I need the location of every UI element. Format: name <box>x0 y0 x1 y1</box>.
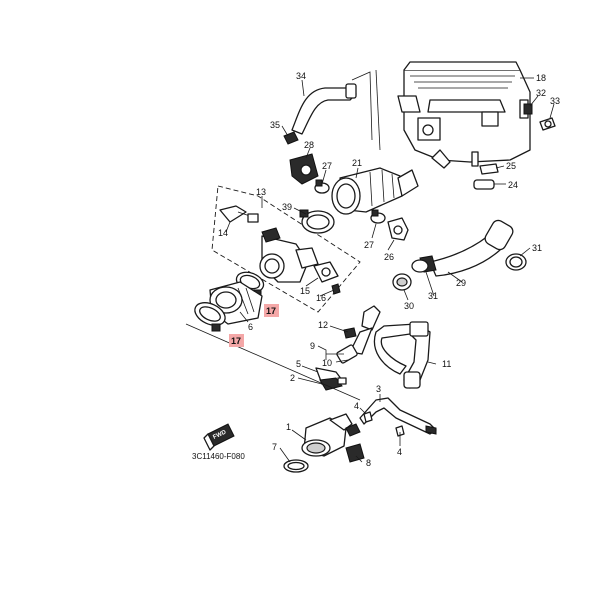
callout-6: 6 <box>248 322 253 332</box>
bolt-2 <box>319 377 347 391</box>
breather-hose <box>291 69 381 151</box>
callout-4-lower: 4 <box>397 447 402 457</box>
screw-16 <box>331 283 341 295</box>
clamp-39 <box>299 209 335 234</box>
fuel-injector <box>336 305 381 364</box>
callout-39: 39 <box>282 202 292 212</box>
hose-29 <box>419 219 514 277</box>
clip-35 <box>283 131 299 145</box>
callout-17-upper: 17 <box>266 306 276 316</box>
callout-29: 29 <box>456 278 466 288</box>
fuel-hose <box>373 321 431 389</box>
air-box <box>397 61 531 169</box>
callout-11: 11 <box>442 359 451 369</box>
throttle-body <box>259 227 319 283</box>
fwd-label: FWD <box>212 429 228 440</box>
callout-31-left: 31 <box>428 291 438 301</box>
callout-14: 14 <box>218 228 228 238</box>
clamp-17-lower <box>194 302 226 332</box>
pipe-3 <box>359 397 437 435</box>
callout-17-upper-highlight: 17 <box>264 304 279 317</box>
callout-25: 25 <box>506 161 516 171</box>
cap-30 <box>392 273 412 291</box>
callout-4-upper: 4 <box>354 401 359 411</box>
callout-21: 21 <box>352 158 362 168</box>
callout-32: 32 <box>536 88 546 98</box>
part-26 <box>387 217 409 241</box>
callout-26: 26 <box>384 252 394 262</box>
callout-3: 3 <box>376 384 381 394</box>
callout-35: 35 <box>270 120 280 130</box>
callout-28: 28 <box>304 140 314 150</box>
part-32-33 <box>523 103 556 131</box>
callout-7: 7 <box>272 442 277 452</box>
clamp-31-right <box>505 253 527 271</box>
part-24 <box>473 179 495 190</box>
intake-joint <box>331 167 419 215</box>
part-15 <box>313 261 339 283</box>
intake-manifold <box>301 413 361 457</box>
part-25 <box>479 163 499 175</box>
callout-27-lower: 27 <box>364 240 374 250</box>
clamp-27-upper <box>314 179 330 194</box>
callout-18: 18 <box>536 73 546 83</box>
callout-34: 34 <box>296 71 306 81</box>
callout-15: 15 <box>300 286 310 296</box>
reference-code: 3C11460-F080 <box>192 452 245 461</box>
callout-10: 10 <box>322 358 332 368</box>
throttle-sensor-14 <box>219 205 259 223</box>
o-ring-7 <box>283 459 309 473</box>
clamp-27-lower <box>370 209 386 224</box>
callout-16: 16 <box>316 293 326 303</box>
callout-33: 33 <box>550 96 560 106</box>
callout-17-lower: 17 <box>231 336 241 346</box>
callout-17-lower-highlight: 17 <box>229 334 244 347</box>
leader-lines <box>185 77 555 463</box>
callout-12: 12 <box>318 320 328 330</box>
callout-8: 8 <box>366 458 371 468</box>
bolt-8 <box>345 443 365 463</box>
clamp-31-left <box>411 259 429 273</box>
callouts: 34 18 32 33 35 28 27 21 25 24 13 39 14 2… <box>218 71 560 468</box>
callout-5: 5 <box>296 359 301 369</box>
callout-24: 24 <box>508 180 518 190</box>
callout-31-right: 31 <box>532 243 542 253</box>
callout-13: 13 <box>256 187 266 197</box>
fwd-badge: FWD <box>203 423 235 451</box>
callout-1: 1 <box>286 422 291 432</box>
callout-2: 2 <box>290 373 295 383</box>
clamp-28 <box>289 153 319 185</box>
screw-4-upper <box>363 411 373 423</box>
screw-4-lower <box>395 425 405 437</box>
callout-9: 9 <box>310 341 315 351</box>
callout-30: 30 <box>404 301 414 311</box>
callout-27-upper: 27 <box>322 161 332 171</box>
